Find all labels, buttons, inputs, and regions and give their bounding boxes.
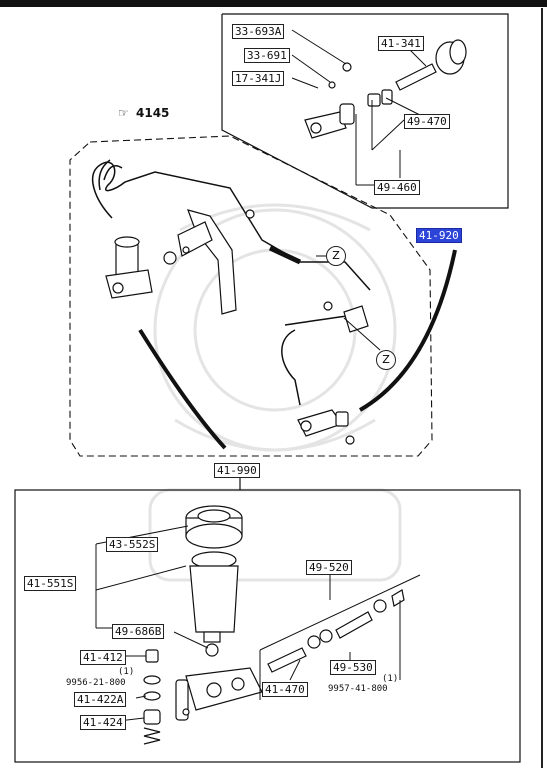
piston-parts [267, 589, 405, 673]
part-label-41-341[interactable]: 41-341 [378, 36, 424, 51]
part-label-49-460[interactable]: 49-460 [374, 180, 420, 195]
part-label-41-424[interactable]: 41-424 [80, 715, 126, 730]
release-cylinder-leaders [291, 29, 431, 186]
reservoir-cap [185, 505, 243, 549]
part-label-49-520[interactable]: 49-520 [306, 560, 352, 575]
master-cylinder-body [175, 667, 263, 721]
release-cylinder-parts [304, 39, 467, 139]
quantity-note-1a: (1) [118, 667, 135, 677]
part-label-49-470[interactable]: 49-470 [404, 114, 450, 129]
part-label-17-341j[interactable]: 17-341J [232, 71, 285, 86]
quantity-note-1b: (1) [382, 674, 399, 684]
release-cylinder-frame [221, 13, 509, 209]
part-label-33-693a[interactable]: 33-693A [232, 24, 285, 39]
part-label-9956-21-800[interactable]: 9956-21-800 [66, 678, 126, 688]
part-label-41-551s[interactable]: 41-551S [24, 576, 77, 591]
part-label-49-686b[interactable]: 49-686B [112, 624, 165, 639]
part-label-41-920[interactable]: 41-920 [416, 228, 462, 243]
z-marker-lower: Z [376, 350, 396, 370]
top-border-bar [0, 0, 547, 7]
part-label-41-412[interactable]: 41-412 [80, 650, 126, 665]
part-label-9957-41-800[interactable]: 9957-41-800 [328, 684, 388, 694]
right-border-line [541, 8, 543, 768]
master-cylinder-frame [14, 478, 521, 763]
z-marker-upper: Z [326, 246, 346, 266]
heavy-leader-lines [138, 249, 457, 450]
part-label-33-691[interactable]: 33-691 [244, 48, 290, 63]
part-label-41-422a[interactable]: 41-422A [74, 692, 127, 707]
part-label-41-470[interactable]: 41-470 [262, 682, 308, 697]
release-cylinder-lower [297, 301, 369, 445]
reference-arrow-icon: ☞ [118, 106, 129, 120]
main-assembly-dashed-frame [69, 135, 433, 457]
reservoir-body [189, 551, 239, 657]
master-cylinder-small [105, 236, 190, 299]
reference-label: 4145 [136, 106, 170, 120]
part-label-43-552s[interactable]: 43-552S [106, 537, 159, 552]
small-parts-left [143, 649, 161, 745]
part-label-41-990[interactable]: 41-990 [214, 463, 260, 478]
part-label-49-530[interactable]: 49-530 [330, 660, 376, 675]
